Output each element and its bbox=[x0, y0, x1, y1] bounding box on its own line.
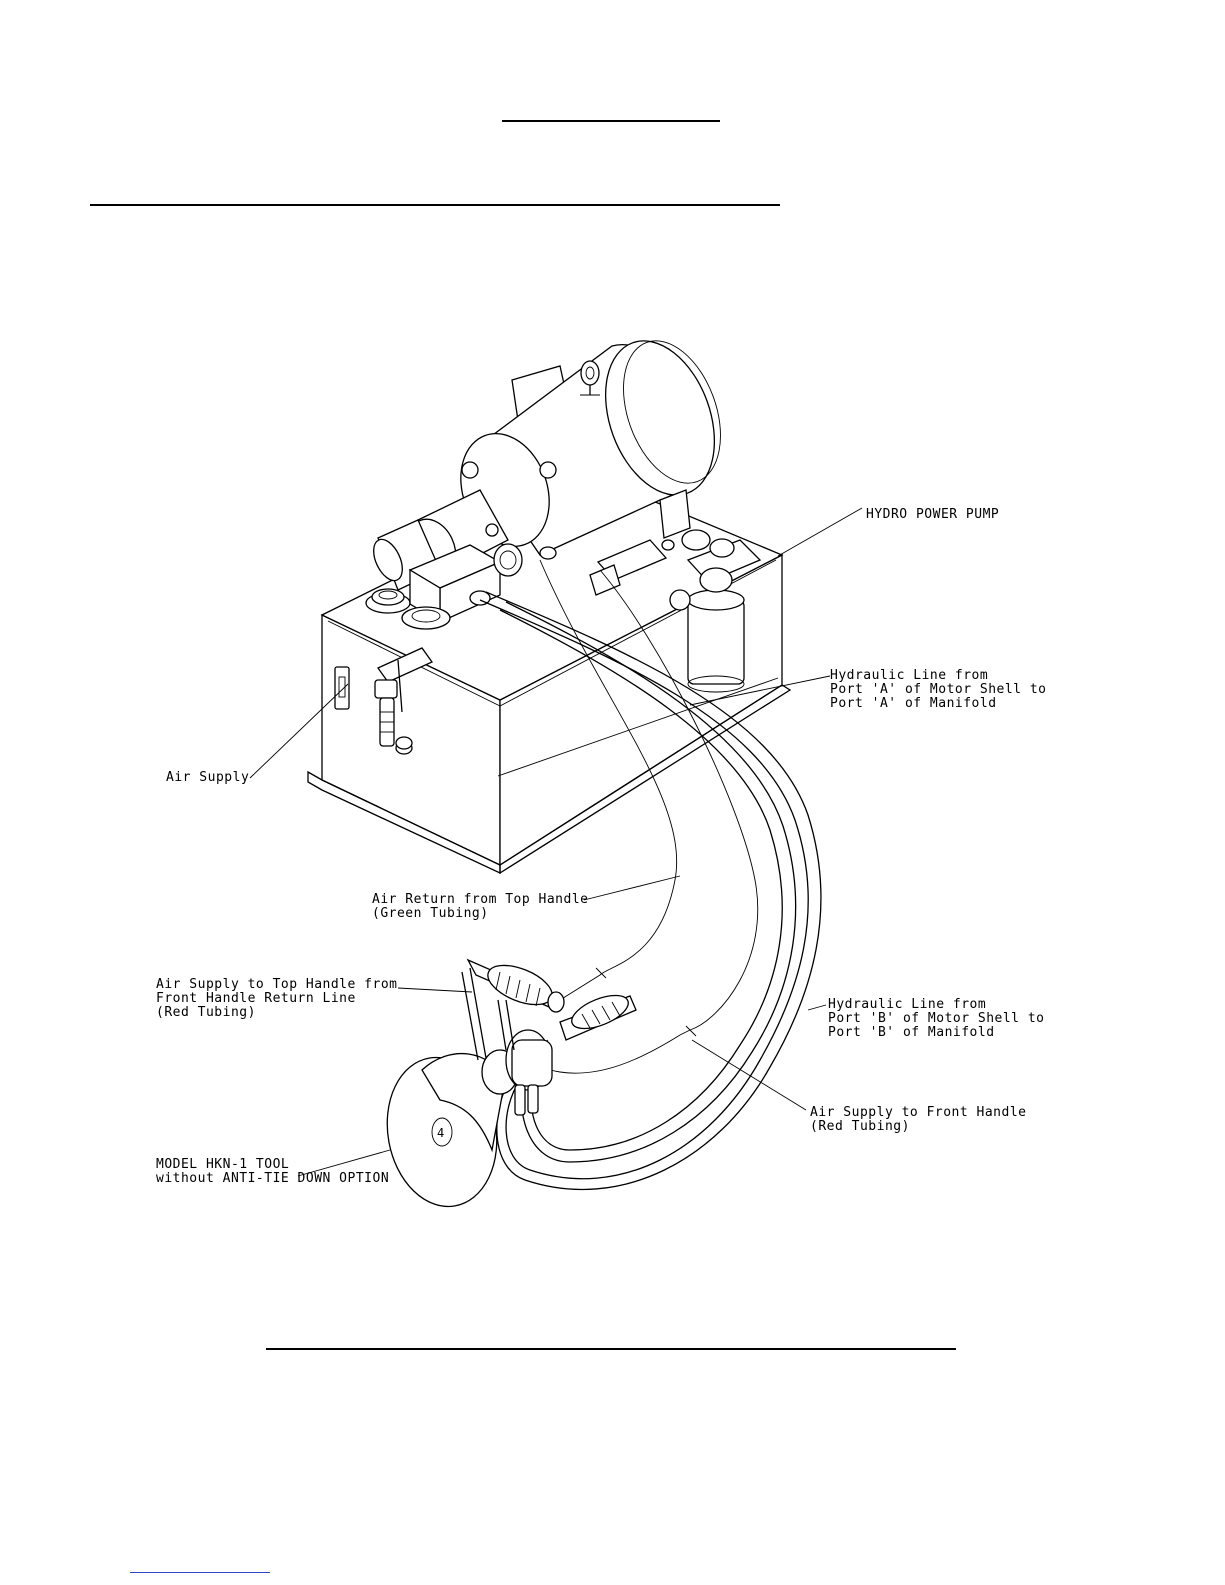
label-model-tool-1: MODEL HKN-1 TOOL bbox=[156, 1157, 289, 1172]
footer-link-underline bbox=[130, 1572, 270, 1573]
label-hyd-line-a-3: Port 'A' of Manifold bbox=[830, 696, 997, 711]
hkn1-tool bbox=[386, 958, 637, 1208]
electric-motor bbox=[460, 340, 721, 556]
return-filter bbox=[589, 529, 762, 693]
caption-underline bbox=[266, 1348, 956, 1350]
label-hydro-power-pump: HYDRO POWER PUMP bbox=[866, 507, 999, 522]
drain-plug bbox=[395, 736, 413, 755]
valve-manifold bbox=[401, 523, 557, 630]
label-hyd-line-b-1: Hydraulic Line from bbox=[828, 997, 986, 1012]
label-model-tool-2: without ANTI-TIE DOWN OPTION bbox=[156, 1171, 389, 1186]
label-hyd-line-a-1: Hydraulic Line from bbox=[830, 668, 988, 683]
label-air-return-2: (Green Tubing) bbox=[372, 906, 489, 921]
subtitle-underline bbox=[90, 204, 780, 206]
label-air-supply: Air Supply bbox=[166, 770, 249, 785]
blade-hub-mark: 4 bbox=[437, 1126, 444, 1140]
label-hyd-line-a-2: Port 'A' of Motor Shell to bbox=[830, 682, 1047, 697]
label-air-supply-front-2: (Red Tubing) bbox=[810, 1119, 910, 1134]
label-air-supply-top-2: Front Handle Return Line bbox=[156, 991, 356, 1006]
label-air-supply-front-1: Air Supply to Front Handle bbox=[810, 1105, 1027, 1120]
hydraulic-hose-b bbox=[499, 601, 797, 1163]
label-hyd-line-b-2: Port 'B' of Motor Shell to bbox=[828, 1011, 1045, 1026]
title-underline bbox=[502, 120, 720, 122]
label-air-supply-top-1: Air Supply to Top Handle from bbox=[156, 977, 397, 992]
leader-lines bbox=[249, 507, 863, 1177]
label-hyd-line-b-3: Port 'B' of Manifold bbox=[828, 1025, 995, 1040]
label-air-return-1: Air Return from Top Handle bbox=[372, 892, 589, 907]
air-filter-regulator bbox=[334, 647, 433, 747]
callout-labels: HYDRO POWER PUMP Hydraulic Line from Por… bbox=[156, 507, 1047, 1186]
hydraulic-hose-a bbox=[479, 591, 822, 1191]
label-air-supply-top-3: (Red Tubing) bbox=[156, 1005, 256, 1020]
